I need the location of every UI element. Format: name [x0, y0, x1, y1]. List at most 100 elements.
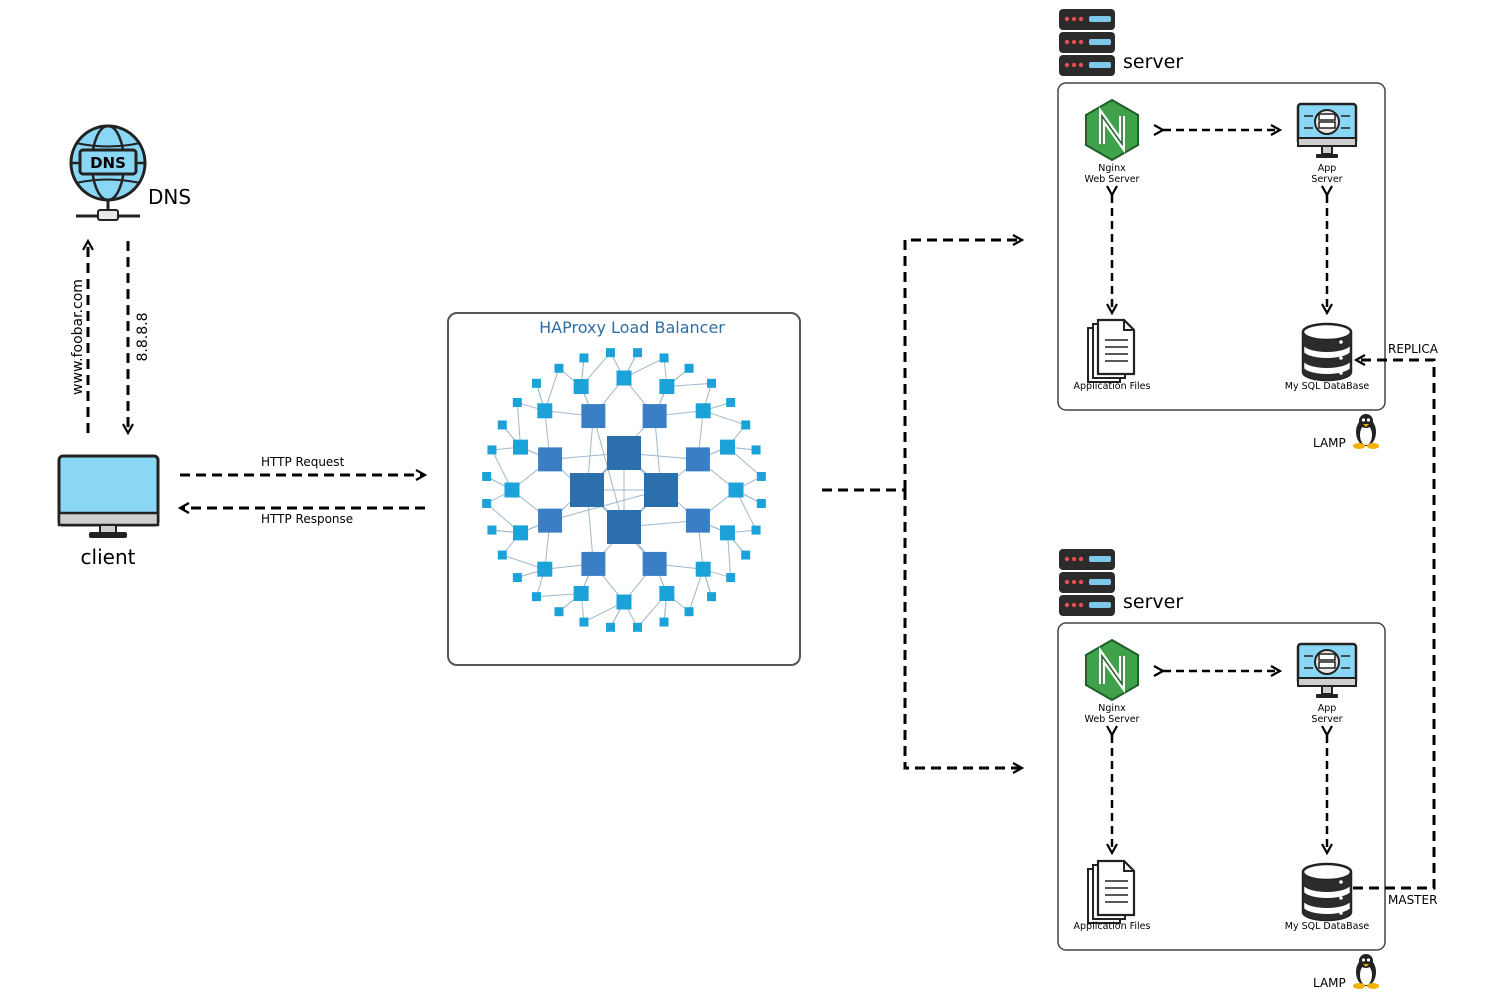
network-node	[707, 592, 717, 602]
network-node	[504, 482, 520, 498]
network-node	[726, 573, 736, 583]
server-2-files-label: Application Files	[1073, 921, 1151, 932]
network-node	[482, 471, 492, 481]
network-node	[607, 436, 641, 470]
network-node	[642, 404, 667, 429]
network-node	[756, 499, 766, 509]
server-2-box	[1057, 622, 1386, 951]
network-node	[531, 378, 541, 388]
network-node	[751, 445, 761, 455]
network-node	[719, 525, 735, 541]
network-node	[573, 379, 589, 395]
network-node	[642, 551, 667, 576]
network-node	[684, 363, 694, 373]
server-1-rack-icon	[1059, 9, 1115, 76]
server-2-rack-icon	[1059, 549, 1115, 616]
master-label: MASTER	[1388, 893, 1438, 907]
network-node	[570, 473, 604, 507]
server-2-db-label: My SQL DataBase	[1284, 921, 1370, 932]
network-node	[512, 397, 522, 407]
network-node	[579, 617, 589, 627]
dns-answer-label: 8.8.8.8	[135, 312, 151, 362]
network-node	[741, 420, 751, 430]
client-label: client	[80, 545, 136, 569]
server-2-linux-icon	[1353, 954, 1379, 989]
network-node	[581, 404, 606, 429]
server-1-nginx-label: Nginx Web Server	[1084, 163, 1140, 185]
network-node	[538, 508, 563, 533]
network-node	[741, 550, 751, 560]
network-node	[579, 353, 589, 363]
server-2-app-label: App Server	[1311, 703, 1343, 725]
dns-icon-text: DNS	[90, 154, 126, 172]
network-node	[616, 594, 632, 610]
network-link	[549, 489, 662, 522]
server-1-files-icon	[1086, 318, 1136, 384]
lb-to-server-1-arrow	[903, 240, 1022, 490]
network-node	[487, 525, 497, 535]
http-request-label: HTTP Request	[261, 455, 345, 469]
network-node	[537, 403, 553, 419]
network-node	[633, 622, 643, 632]
network-nodes	[482, 348, 766, 632]
network-link	[592, 415, 625, 528]
http-response-label: HTTP Response	[261, 512, 354, 526]
network-node	[751, 525, 761, 535]
network-node	[659, 585, 675, 601]
server-1-database-icon	[1301, 322, 1353, 382]
network-node	[607, 510, 641, 544]
network-node	[497, 420, 507, 430]
network-node	[685, 508, 710, 533]
network-node	[497, 550, 507, 560]
load-balancer-title: HAProxy Load Balancer	[539, 318, 725, 337]
network-node	[482, 499, 492, 509]
server-1-app-label: App Server	[1311, 163, 1343, 185]
server-1-stack-label: LAMP	[1313, 436, 1346, 450]
network-node	[554, 363, 564, 373]
server-1-files-label: Application Files	[1073, 381, 1151, 392]
network-node	[659, 379, 675, 395]
master-replica-arrow	[1353, 360, 1436, 890]
network-node	[573, 585, 589, 601]
server-2-nginx-label: Nginx Web Server	[1084, 703, 1140, 725]
network-node	[513, 525, 529, 541]
network-node	[726, 397, 736, 407]
network-node	[616, 370, 632, 386]
network-node	[684, 607, 694, 617]
network-node	[531, 592, 541, 602]
server-1-box	[1057, 82, 1386, 411]
network-node	[728, 482, 744, 498]
network-node	[512, 573, 522, 583]
dns-label: DNS	[148, 185, 192, 209]
network-node	[695, 403, 711, 419]
network-node	[537, 561, 553, 577]
network-node	[659, 617, 669, 627]
replica-label: REPLICA	[1388, 342, 1438, 356]
network-node	[695, 561, 711, 577]
network-node	[581, 551, 606, 576]
network-node	[605, 348, 615, 358]
network-node	[719, 439, 735, 455]
network-node	[644, 473, 678, 507]
lb-to-server-2-arrow	[903, 490, 1022, 768]
network-node	[487, 445, 497, 455]
network-node	[685, 447, 710, 472]
network-node	[554, 607, 564, 617]
server-2-database-icon	[1301, 862, 1353, 922]
network-node	[756, 471, 766, 481]
network-node	[513, 439, 529, 455]
server-2-title: server	[1123, 591, 1184, 613]
network-node	[633, 348, 643, 358]
dns-query-label: www.foobar.com	[70, 279, 86, 395]
server-1-linux-icon	[1353, 414, 1379, 449]
network-node	[538, 447, 563, 472]
dns-globe-icon	[69, 124, 147, 221]
server-1-title: server	[1123, 51, 1184, 73]
server-2-stack-label: LAMP	[1313, 976, 1346, 990]
network-node	[659, 353, 669, 363]
network-node	[707, 378, 717, 388]
server-1-db-label: My SQL DataBase	[1284, 381, 1370, 392]
network-node	[605, 622, 615, 632]
server-2-files-icon	[1086, 859, 1136, 925]
